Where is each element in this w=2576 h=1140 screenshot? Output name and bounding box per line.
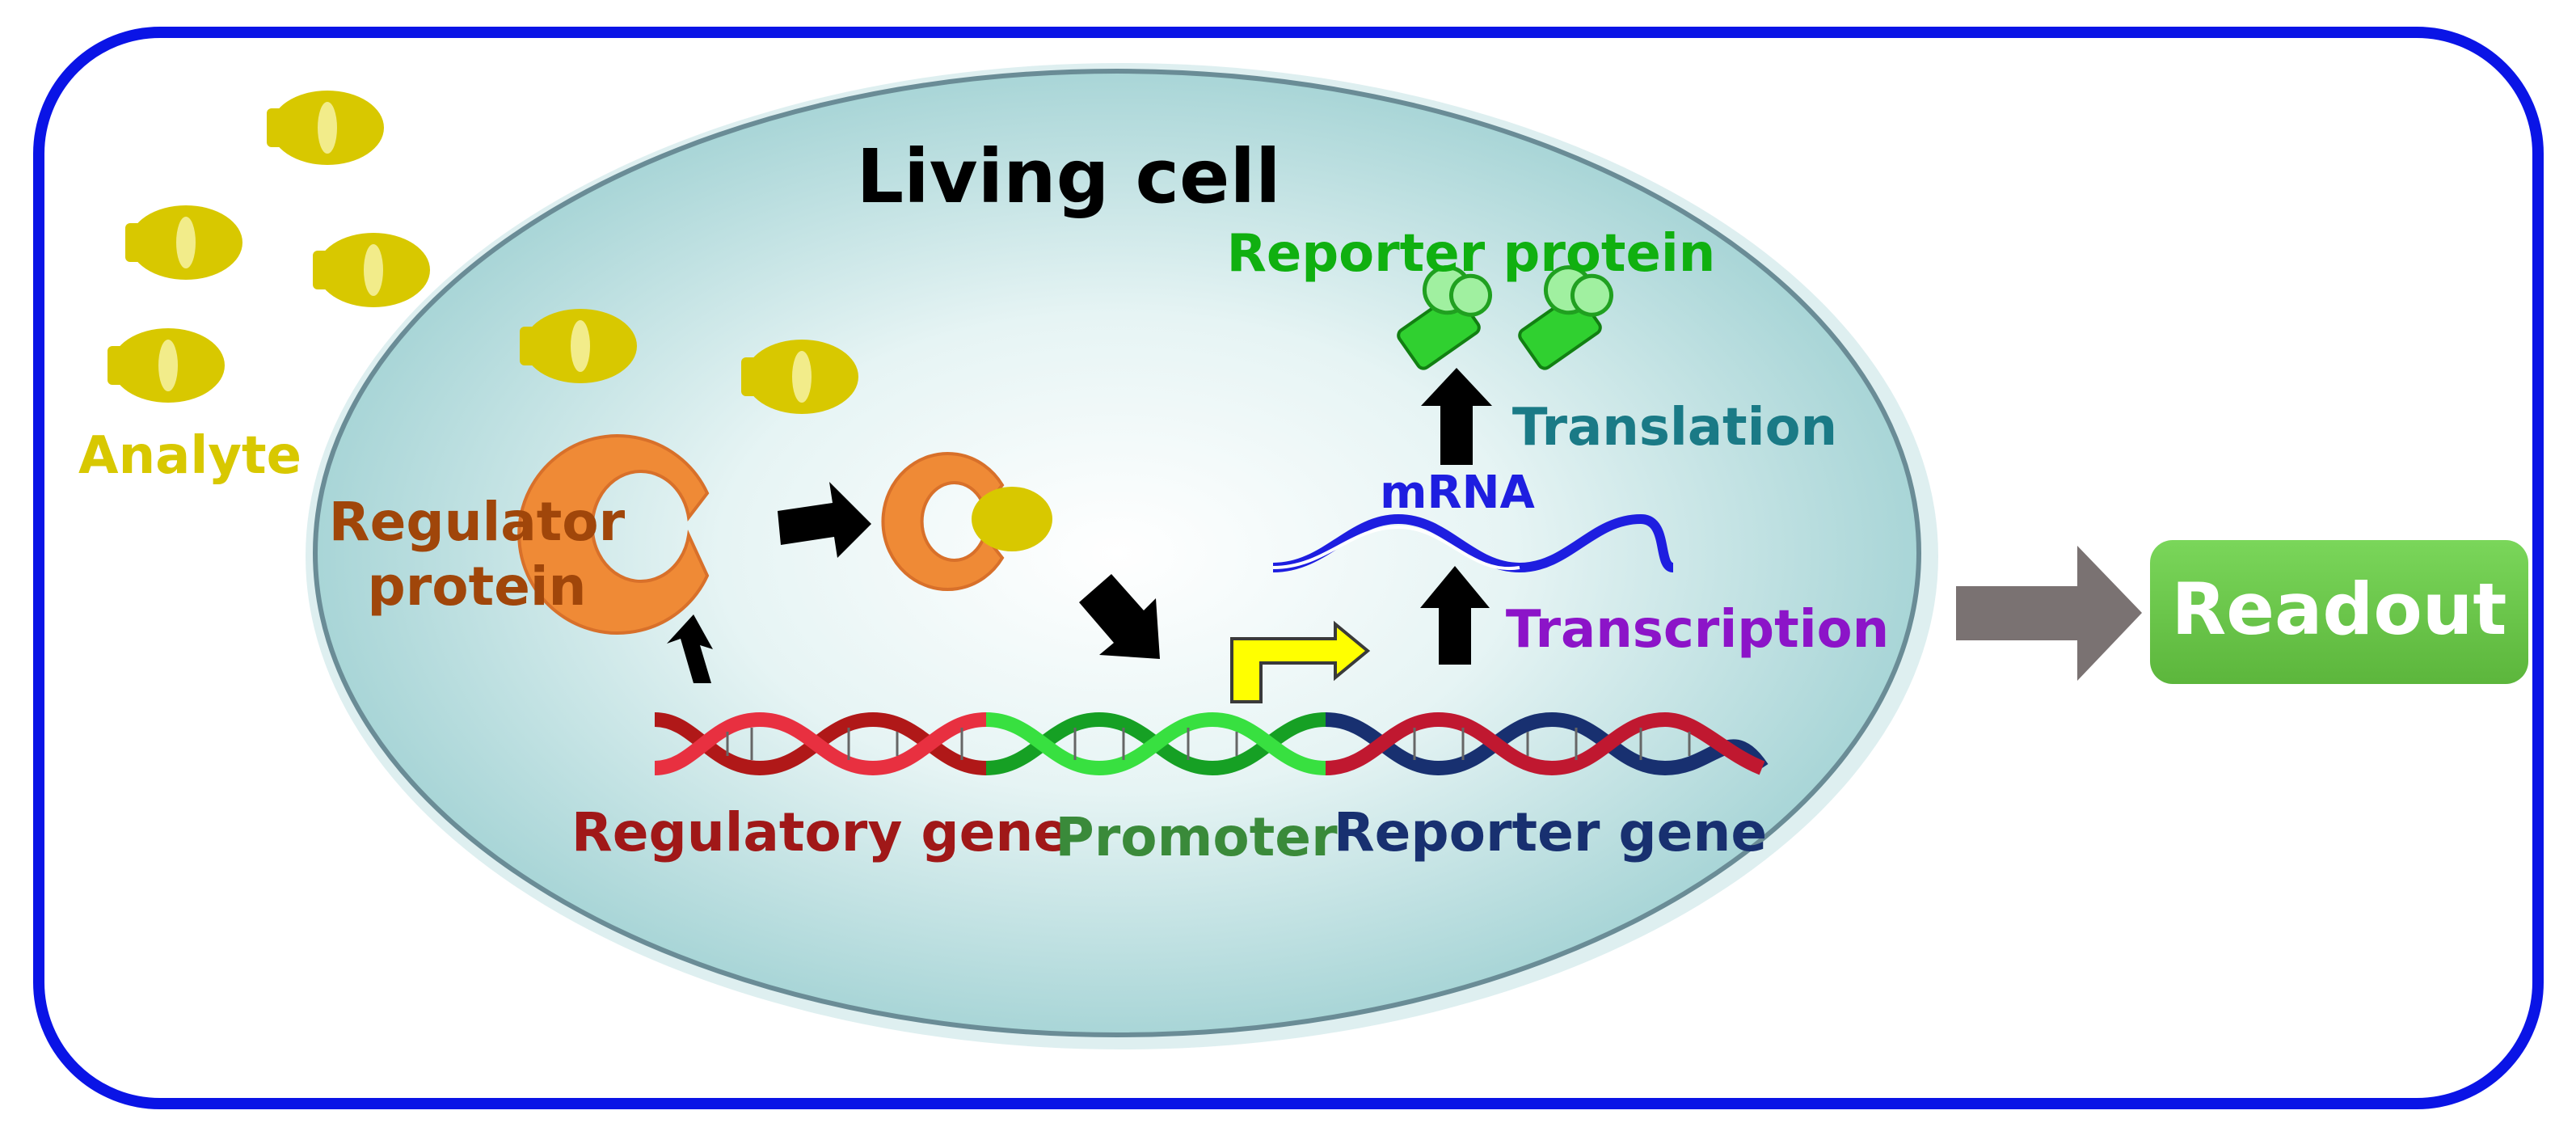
transcription-start-arrow-icon [1230,620,1371,703]
reporter-gene-strand [1325,711,1769,776]
cell-title: Living cell [856,133,1280,220]
mrna-strand [1272,513,1675,573]
arrow-right-icon [778,482,871,558]
transcription-label: Transcription [1506,600,1889,660]
analyte-molecule [313,233,430,307]
analyte-molecule [520,309,637,383]
regulator-analyte-complex [881,452,1052,591]
analyte-group [108,91,858,414]
reporter-protein-label: Reporter protein [1227,224,1716,284]
reporter-protein-icon [1518,265,1613,370]
readout-box [2150,540,2528,684]
regulator-protein-icon [517,434,710,635]
readout-label: Readout [2172,568,2507,651]
living-cell [313,69,1921,1037]
analyte-molecule [267,91,384,165]
analyte-label: Analyte [78,426,301,486]
arrow-transcription-icon [1420,566,1490,665]
analyte-molecule [125,205,242,280]
reporter-gene-label: Reporter gene [1334,801,1767,863]
translation-label: Translation [1512,398,1837,458]
analyte-molecule [108,328,225,403]
reporter-protein-icon [1397,265,1492,370]
promoter-label: Promoter [1055,806,1338,868]
arrow-down-right-icon [1079,574,1160,659]
arrow-translation-icon [1421,368,1492,465]
arrow-up-icon [667,614,713,683]
regulatory-gene-label: Regulatory gene [571,801,1069,863]
regulator-label-line2: protein [367,555,586,618]
regulator-label-line1: Regulator [329,491,626,553]
reporter-protein-group [1397,265,1613,370]
dna-helix [654,711,1769,776]
output-arrow-icon [1956,546,2142,681]
mrna-label: mRNA [1380,467,1535,519]
analyte-molecule [741,340,858,414]
